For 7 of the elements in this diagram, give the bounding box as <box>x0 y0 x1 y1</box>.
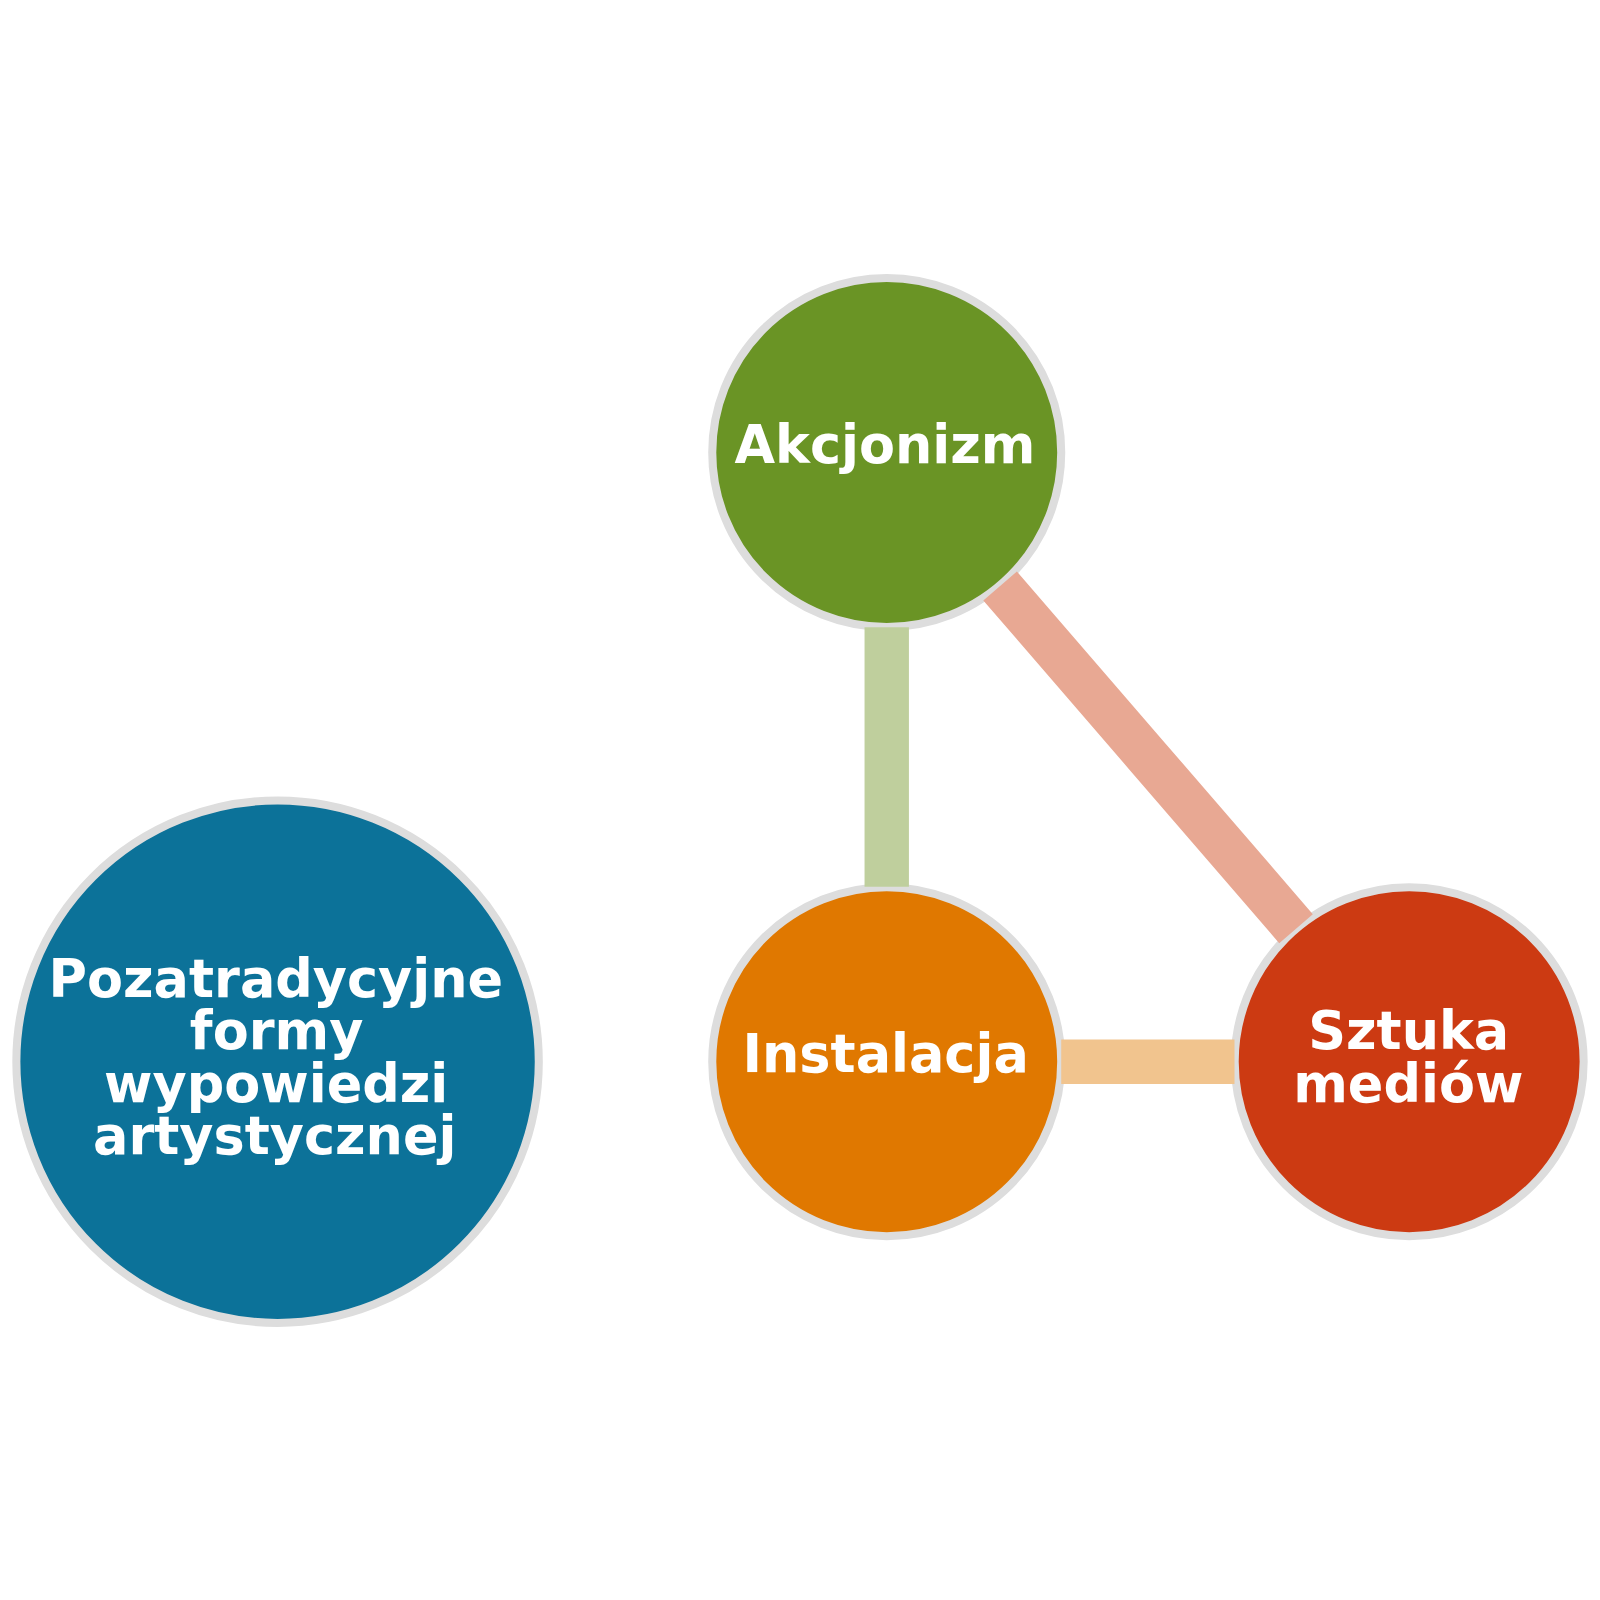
connector <box>983 570 1313 943</box>
node-circle: Sztuka mediów <box>1230 882 1588 1240</box>
connector <box>1061 1039 1235 1084</box>
node-circle: Instalacja <box>708 882 1066 1240</box>
connector <box>864 626 909 887</box>
node-circle: Pozatradycyjne formy wypowiedzi artystycznej <box>12 795 543 1327</box>
node-circle: Akcjonizm <box>708 273 1066 631</box>
